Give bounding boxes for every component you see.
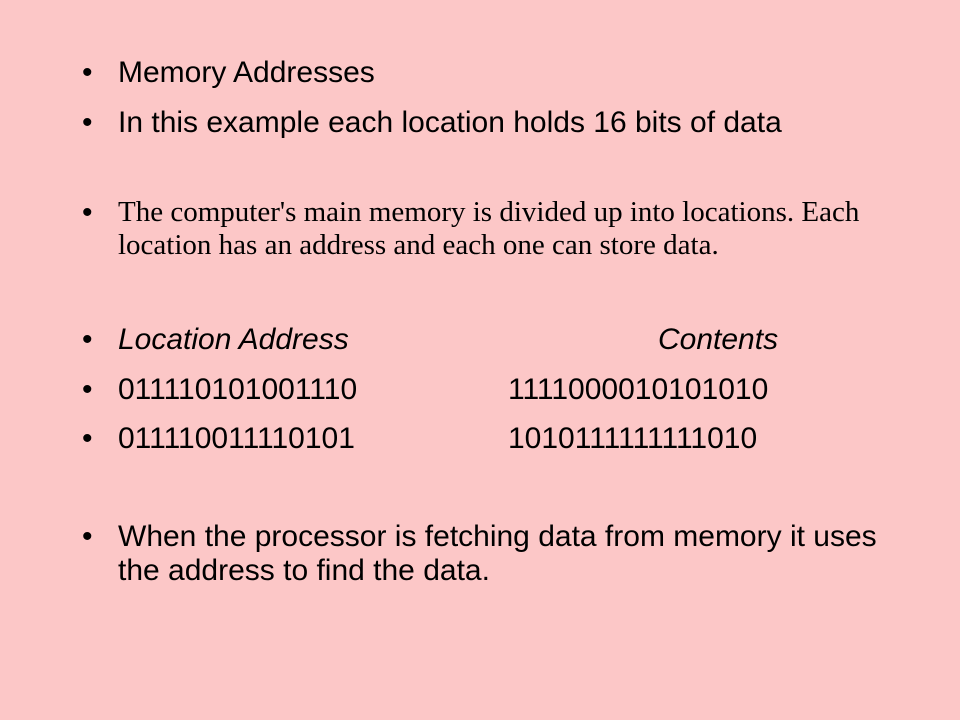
row-contents: 1010111111111010: [508, 422, 758, 455]
header-location-address: Location Address: [118, 323, 349, 356]
bullet-memory-addresses: • Memory Addresses: [82, 56, 912, 90]
bullet-dot: •: [82, 520, 93, 553]
bullet-dot: •: [82, 196, 93, 229]
bullet-dot: •: [82, 323, 93, 356]
bullet-dot: •: [82, 56, 93, 89]
header-contents: Contents: [658, 323, 779, 356]
row-address: 011110011110101: [118, 422, 355, 455]
bullet-table-header: • Location Address Contents: [82, 323, 912, 357]
bullet-dot: •: [82, 373, 93, 406]
table-row: • 011110101001110 1111000010101010: [82, 373, 912, 407]
row-address: 011110101001110: [118, 373, 358, 406]
bullet-description: • The computer's main memory is divided …: [82, 196, 912, 262]
table-header: Location Address Contents: [118, 323, 912, 357]
table-row-values: 011110011110101 1010111111111010: [118, 422, 912, 456]
row-contents: 1111000010101010: [508, 373, 769, 406]
bullet-example: • In this example each location holds 16…: [82, 106, 912, 140]
slide-title: Memory Addresses: [118, 56, 375, 89]
bullet-dot: •: [82, 422, 93, 455]
description-text: The computer's main memory is divided up…: [118, 196, 860, 261]
table-row-values: 011110101001110 1111000010101010: [118, 373, 912, 407]
example-text: In this example each location holds 16 b…: [118, 106, 782, 139]
conclusion-text: When the processor is fetching data from…: [118, 520, 877, 587]
bullet-dot: •: [82, 106, 93, 139]
table-row: • 011110011110101 1010111111111010: [82, 422, 912, 456]
bullet-conclusion: • When the processor is fetching data fr…: [82, 520, 912, 588]
